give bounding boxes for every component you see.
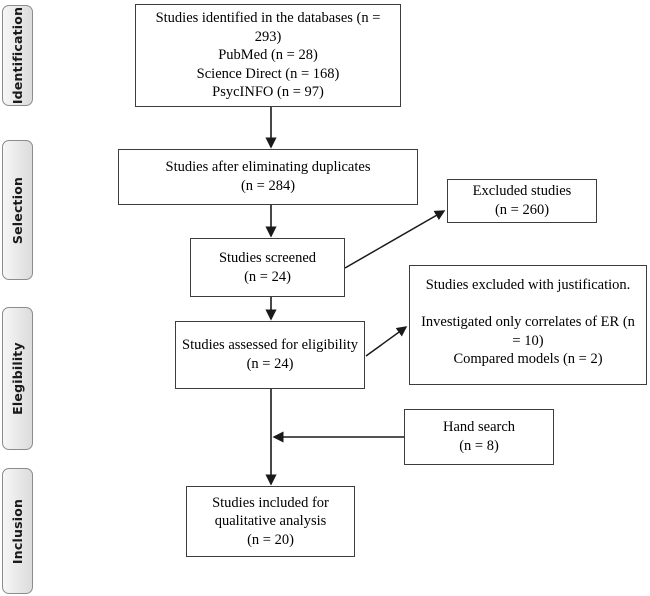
stage-label-elegibility: Elegibility (2, 307, 33, 450)
excluded-studies-box: Excluded studies (n = 260) (447, 179, 597, 223)
stage-label-selection: Selection (2, 140, 33, 280)
stage-label-selection-text: Selection (10, 176, 26, 244)
studies-included-text: Studies included for qualitative analysi… (212, 494, 329, 548)
studies-screened-text: Studies screened (n = 24) (218, 249, 317, 285)
stage-label-elegibility-text: Elegibility (10, 342, 26, 415)
arrow-screened-to-excluded (344, 210, 446, 269)
stage-label-inclusion: Inclusion (2, 468, 33, 594)
studies-screened-box: Studies screened (n = 24) (190, 238, 345, 297)
studies-excluded-justification-text: Studies excluded with justification. Inv… (421, 277, 635, 368)
studies-after-duplicates-text: Studies after eliminating duplicates (n … (165, 159, 371, 194)
arrow-assessed-to-excluded-justification (365, 326, 408, 357)
studies-assessed-text: Studies assessed for eligibility (n = 24… (182, 337, 358, 372)
studies-after-duplicates-box: Studies after eliminating duplicates (n … (118, 149, 418, 205)
excluded-studies-text: Excluded studies (n = 260) (472, 183, 572, 218)
stage-label-inclusion-text: Inclusion (10, 498, 25, 564)
studies-identified-text: Studies identified in the databases (n =… (155, 10, 381, 101)
hand-search-box: Hand search (n = 8) (404, 409, 554, 465)
stage-label-identification: Identification (2, 5, 33, 106)
studies-included-box: Studies included for qualitative analysi… (186, 486, 355, 557)
hand-search-text: Hand search (n = 8) (442, 419, 516, 454)
studies-assessed-box: Studies assessed for eligibility (n = 24… (175, 321, 365, 389)
studies-excluded-justification-box: Studies excluded with justification. Inv… (409, 265, 647, 385)
stage-label-identification-text: Identification (10, 6, 26, 105)
studies-identified-box: Studies identified in the databases (n =… (135, 4, 401, 107)
